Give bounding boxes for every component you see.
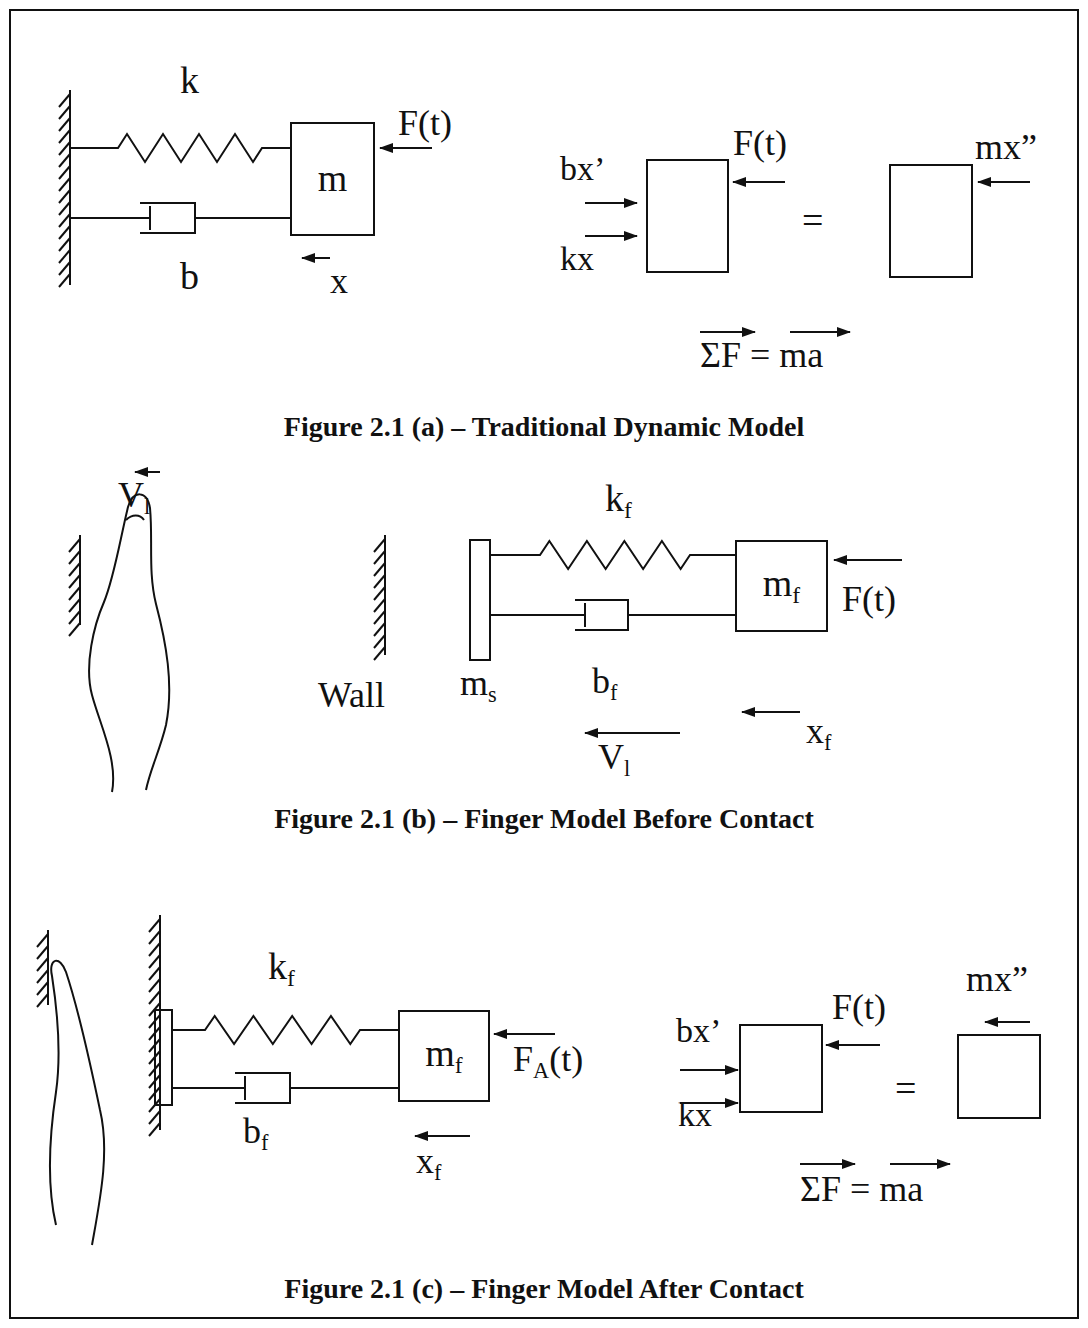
displacement-label: xf xyxy=(806,712,831,755)
fingers xyxy=(50,494,169,1245)
equation: ΣF = ma xyxy=(700,336,823,376)
force-label: kx xyxy=(678,1096,712,1133)
velocity-label: Vl xyxy=(598,738,630,781)
spring-label: kf xyxy=(605,478,632,524)
displacement-label: xf xyxy=(416,1142,441,1185)
walls xyxy=(37,90,385,1136)
force-label: FA(t) xyxy=(513,1040,583,1083)
figure-caption: Figure 2.1 (a) – Traditional Dynamic Mod… xyxy=(284,412,804,443)
figure-caption: Figure 2.1 (c) – Finger Model After Cont… xyxy=(284,1274,803,1305)
inertia-label: mx” xyxy=(966,960,1028,1000)
equation: ΣF = ma xyxy=(800,1170,923,1210)
force-label: F(t) xyxy=(733,124,787,164)
mass-label: mf xyxy=(425,1033,462,1079)
force-arrows xyxy=(135,148,1030,1164)
force-label: bx’ xyxy=(560,150,605,187)
equals-sign: = xyxy=(802,200,823,242)
inertia-label: mx” xyxy=(975,128,1037,168)
mass-label: ms xyxy=(460,664,497,707)
mass-box: mf xyxy=(735,540,828,632)
frame xyxy=(10,10,1078,1318)
damper-label: b xyxy=(180,256,199,298)
equals-sign: = xyxy=(895,1068,916,1110)
force-label: F(t) xyxy=(832,988,886,1028)
spring-label: kf xyxy=(268,946,295,992)
dampers xyxy=(70,203,735,1103)
damper-label: bf xyxy=(592,662,617,705)
force-label: bx’ xyxy=(676,1012,721,1049)
mass-label: m xyxy=(318,158,348,200)
mass-label: mf xyxy=(763,563,800,609)
force-label: kx xyxy=(560,240,594,277)
force-label: F(t) xyxy=(398,104,452,144)
damper-label: bf xyxy=(243,1112,268,1155)
mass-box: m xyxy=(290,122,375,236)
mass-box: mf xyxy=(398,1010,490,1102)
plates-and-boxes xyxy=(155,160,1040,1118)
springs xyxy=(70,134,735,1044)
velocity-label: Vl xyxy=(118,476,150,519)
wall-label: Wall xyxy=(318,676,385,716)
force-label: F(t) xyxy=(842,580,896,620)
displacement-label: x xyxy=(330,262,348,302)
spring-label: k xyxy=(180,60,199,102)
figure-caption: Figure 2.1 (b) – Finger Model Before Con… xyxy=(274,804,814,835)
